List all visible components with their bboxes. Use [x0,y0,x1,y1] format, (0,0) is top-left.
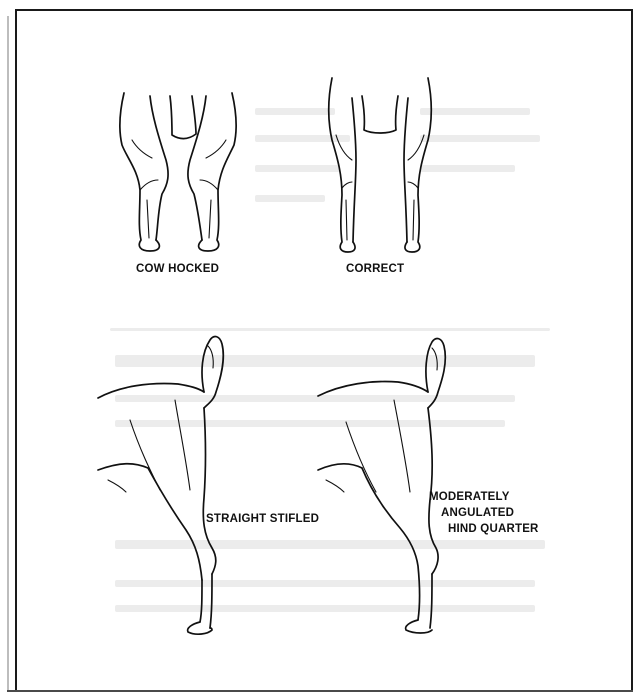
caption-straight-stifled: STRAIGHT STIFLED [206,512,319,527]
hindquarter-straight-icon [98,337,223,635]
caption-hind-quarter: HIND QUARTER [448,522,539,537]
caption-angulated: ANGULATED [441,506,514,521]
rear-legs-cow-hocked-icon [120,93,236,251]
caption-correct: CORRECT [346,262,404,277]
rear-legs-correct-icon [329,78,432,252]
caption-moderately: MODERATELY [429,490,510,505]
hindquarter-angulated-icon [318,339,445,633]
caption-cow-hocked: COW HOCKED [136,262,219,277]
